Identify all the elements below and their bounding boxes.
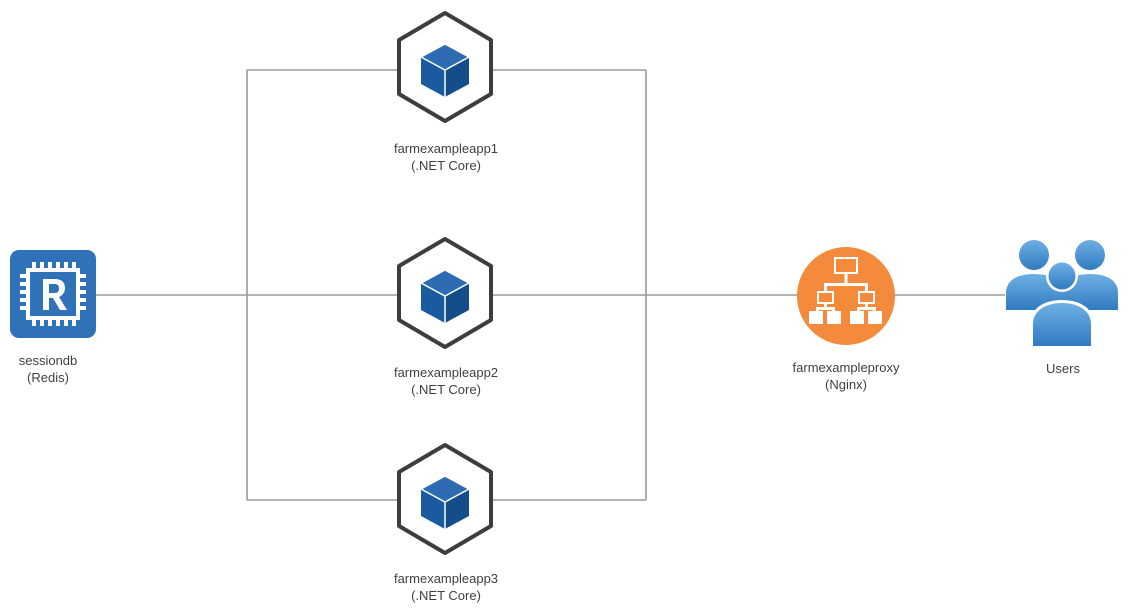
app2-label: farmexampleapp2 (.NET Core) <box>394 364 498 398</box>
app3-tech: (.NET Core) <box>411 588 481 603</box>
proxy-tech: (Nginx) <box>825 377 867 392</box>
load-balancer-icon <box>797 247 895 345</box>
users-label: Users <box>1046 360 1080 377</box>
users-group-icon <box>1006 240 1118 348</box>
app2-tech: (.NET Core) <box>411 382 481 397</box>
sessiondb-node <box>10 250 96 338</box>
proxy-node <box>797 247 895 345</box>
container-cube-icon <box>397 443 493 555</box>
redis-chip-icon <box>10 250 96 338</box>
app1-name: farmexampleapp1 <box>393 141 499 156</box>
sessiondb-label: sessiondb (Redis) <box>19 352 78 386</box>
container-cube-icon <box>397 237 493 349</box>
sessiondb-tech: (Redis) <box>27 370 69 385</box>
app3-node <box>396 442 494 556</box>
sessiondb-name: sessiondb <box>18 353 78 368</box>
app1-tech: (.NET Core) <box>411 158 481 173</box>
app2-node <box>396 236 494 350</box>
app1-label: farmexampleapp1 (.NET Core) <box>394 140 498 174</box>
app1-node <box>396 10 494 124</box>
proxy-label: farmexampleproxy (Nginx) <box>793 359 900 393</box>
users-node <box>1004 238 1120 348</box>
users-name: Users <box>1046 361 1080 376</box>
container-cube-icon <box>397 11 493 123</box>
app2-name: farmexampleapp2 <box>393 365 499 380</box>
app3-name: farmexampleapp3 <box>393 571 499 586</box>
proxy-name: farmexampleproxy <box>792 360 900 375</box>
app3-label: farmexampleapp3 (.NET Core) <box>394 570 498 604</box>
